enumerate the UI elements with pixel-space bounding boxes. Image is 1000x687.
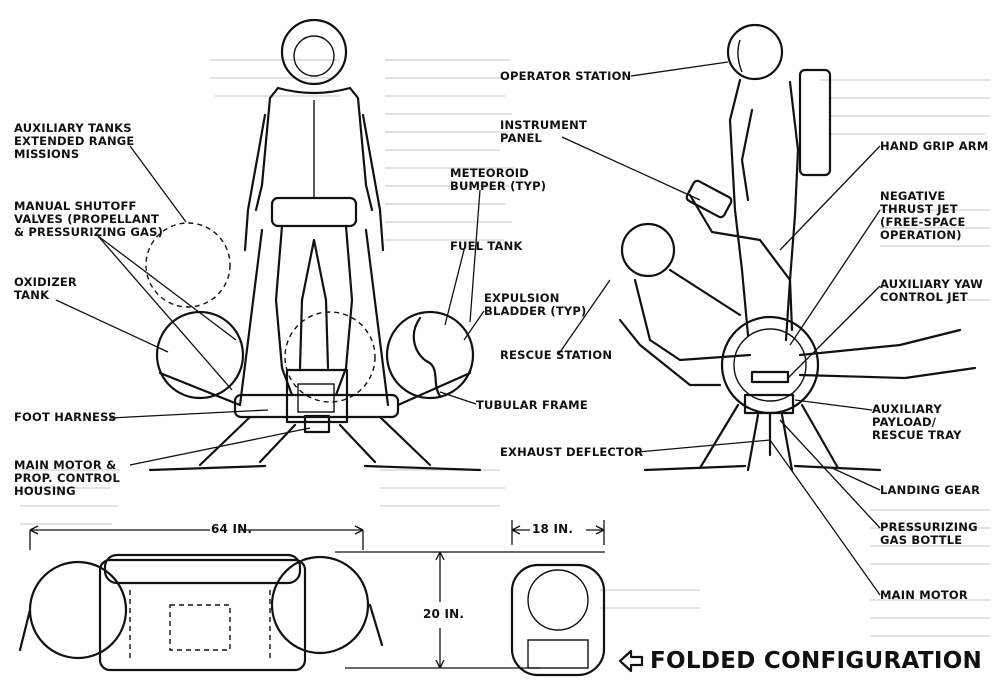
label-tubular-frame: TUBULAR FRAME <box>476 398 588 412</box>
folded-tank-right <box>270 555 370 655</box>
collar-front <box>276 86 352 95</box>
arms-front <box>243 113 385 252</box>
expulsion-bladder <box>412 316 442 398</box>
control-housing-panel <box>297 383 335 413</box>
backpack <box>798 68 832 177</box>
tubular-frame-base <box>233 393 400 419</box>
landing-gear-legs <box>198 415 432 467</box>
folded-top-cover <box>103 553 302 585</box>
label-auxiliary-tanks: AUXILIARY TANKS EXTENDED RANGE MISSIONS <box>14 121 135 161</box>
caption-text: FOLDED CONFIGURATION <box>650 648 983 674</box>
dimension-depth: 18 IN. <box>532 522 574 536</box>
label-auxiliary-payload-tray: AUXILIARY PAYLOAD/ RESCUE TRAY <box>872 402 962 442</box>
label-auxiliary-yaw-jet: AUXILIARY YAW CONTROL JET <box>880 277 983 304</box>
side-view <box>618 23 977 472</box>
label-negative-thrust-jet: NEGATIVE THRUST JET (FREE-SPACE OPERATIO… <box>880 189 966 242</box>
left-arrow-outline-icon <box>618 649 644 673</box>
landing-gear-side <box>698 403 840 472</box>
label-meteoroid-bumper: METEOROID BUMPER (TYP) <box>450 166 547 193</box>
meteoroid-bumper <box>469 339 474 373</box>
legs-reclined <box>798 328 977 380</box>
dimension-lines <box>29 520 605 669</box>
dim-line-depth <box>511 520 605 545</box>
label-hand-grip-arm: HAND GRIP ARM <box>880 139 989 153</box>
folded-internal <box>129 590 271 660</box>
dim-line-width <box>29 529 364 550</box>
arm-side <box>740 108 754 202</box>
folded-side-body <box>510 563 606 677</box>
rescue-seat <box>618 318 722 387</box>
folded-struts <box>18 603 384 652</box>
tank-mount-struts <box>158 371 472 407</box>
hand-grip-arm <box>688 193 794 332</box>
auxiliary-tank-center <box>284 311 376 403</box>
label-manual-shutoff-valves: MANUAL SHUTOFF VALVES (PROPELLANT & PRES… <box>14 199 164 239</box>
label-instrument-panel: INSTRUMENT PANEL <box>500 118 587 145</box>
helmet-side <box>726 23 784 81</box>
label-landing-gear: LANDING GEAR <box>880 483 981 497</box>
front-view <box>145 18 482 472</box>
visor-side <box>737 39 743 73</box>
main-motor <box>303 414 331 434</box>
label-operator-station: OPERATOR STATION <box>500 69 632 83</box>
fuel-tank <box>385 310 475 400</box>
folded-side-base <box>527 639 589 669</box>
oxidizer-tank <box>155 310 245 400</box>
tubular-frame-uprights <box>238 228 390 407</box>
belt-front <box>270 196 358 228</box>
label-exhaust-deflector: EXHAUST DEFLECTOR <box>500 445 644 459</box>
landing-pads <box>148 464 482 472</box>
auxiliary-tank-left <box>145 222 231 308</box>
face-front <box>293 35 335 77</box>
folded-side-tank <box>527 569 589 631</box>
yaw-jet <box>750 370 790 384</box>
label-fuel-tank: FUEL TANK <box>450 239 523 253</box>
label-main-motor-housing: MAIN MOTOR & PROP. CONTROL HOUSING <box>14 458 120 498</box>
helmet-front <box>280 18 348 86</box>
torso-front <box>254 86 374 212</box>
label-pressurizing-gas-bottle: PRESSURIZING GAS BOTTLE <box>880 520 978 547</box>
folded-tank-left <box>28 560 128 660</box>
dimension-width: 64 IN. <box>211 522 253 536</box>
folded-frame <box>98 558 307 672</box>
label-rescue-station: RESCUE STATION <box>500 348 613 362</box>
tank-inner-side <box>733 328 807 402</box>
tank-body-side <box>720 315 820 415</box>
dim-line-height <box>335 551 605 669</box>
folded-side-view <box>510 563 606 677</box>
folded-front-view <box>18 553 384 672</box>
label-main-motor: MAIN MOTOR <box>880 588 968 602</box>
body-side <box>728 78 800 342</box>
body-reclined <box>633 268 752 362</box>
folded-configuration-caption: FOLDED CONFIGURATION <box>618 648 982 674</box>
legs-front <box>274 224 354 397</box>
label-oxidizer-tank: OXIDIZER TANK <box>14 275 77 302</box>
control-housing <box>285 368 349 424</box>
label-foot-harness: FOOT HARNESS <box>14 410 117 424</box>
instrument-panel <box>685 179 733 219</box>
landing-pads-side <box>643 464 882 472</box>
leader-lines <box>55 61 881 596</box>
bleed-through-text <box>20 59 990 637</box>
label-expulsion-bladder: EXPULSION BLADDER (TYP) <box>484 291 587 318</box>
helmet-reclined <box>620 222 676 278</box>
dimension-height: 20 IN. <box>423 607 465 621</box>
